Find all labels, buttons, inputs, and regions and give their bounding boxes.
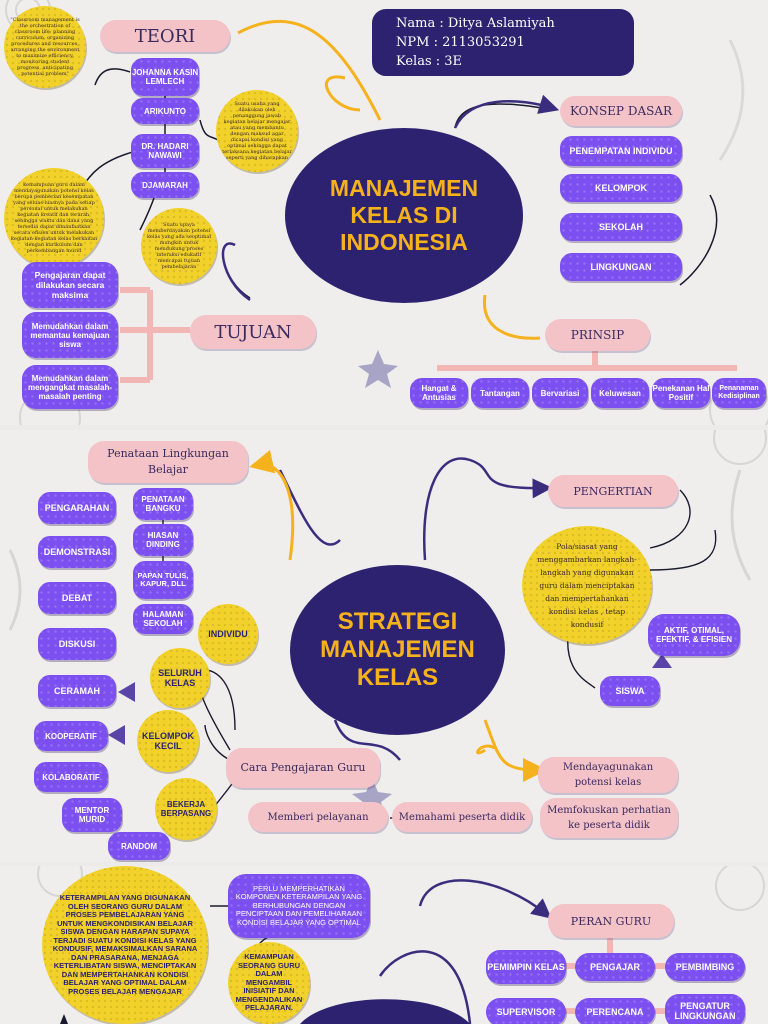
student-info-card: Nama : Ditya Aslamiyah NPM : 2113053291 …: [372, 9, 634, 76]
prinsip-item-keluwesan[interactable]: Keluwesan: [591, 378, 649, 408]
student-npm: NPM : 2113053291: [396, 35, 525, 50]
connector-lines: [81, 20, 737, 383]
mendayagunakan-node[interactable]: Mendayagunakan potensi kelas: [538, 757, 678, 793]
chain-memfokuskan[interactable]: Memfokuskan perhatian ke peserta didik: [540, 798, 678, 838]
tujuan-header[interactable]: TUJUAN: [190, 315, 316, 349]
konsep-item-sekolah[interactable]: SEKOLAH: [560, 213, 682, 241]
prinsip-item-penanaman[interactable]: Penanaman Kedisiplinan: [712, 378, 766, 408]
tujuan-item-maksimal[interactable]: Pengajaran dapat dilakukan secara maksim…: [22, 262, 118, 308]
page-manajemen-kelas: TEORI JOHANNA KASIN LEMLECH ARIKUNTO DR.…: [0, 0, 768, 425]
teori-item-lemlech[interactable]: JOHANNA KASIN LEMLECH: [131, 58, 199, 96]
teori-item-djamarah[interactable]: DJAMARAH: [131, 172, 199, 198]
student-kelas: Kelas : 3E: [396, 54, 463, 69]
peran-item-supervisor[interactable]: SUPERVISOR: [486, 998, 566, 1024]
metode-kooperatif[interactable]: KOOPERATIF: [34, 721, 108, 751]
note-arikunto: Suatu usaha yang dilakukan oleh penanggu…: [216, 90, 298, 172]
peran-guru-header[interactable]: PERAN GURU: [548, 904, 674, 938]
note-djamarah: Suatu upaya memberdayakan potensi kelas …: [141, 208, 217, 284]
kemampuan-guru-node: KEMAMPUAN SEORANG GURU DALAM MENGAMBIL I…: [228, 942, 310, 1024]
main-title-strategi: STRATEGI MANAJEMEN KELAS: [290, 565, 505, 735]
konsep-item-individu[interactable]: PENEMPATAN INDIVIDU: [560, 136, 682, 166]
page-peran-guru: KETERAMPILAN YANG DIGUNAKAN OLEH SEORANG…: [0, 866, 768, 1024]
prinsip-item-bervariasi[interactable]: Bervariasi: [532, 378, 588, 408]
metode-kolaboratif[interactable]: KOLABORATIF: [34, 762, 108, 792]
peran-item-perencana[interactable]: PERENCANA: [575, 998, 655, 1024]
random-node[interactable]: RANDOM: [108, 832, 170, 860]
prinsip-item-tantangan[interactable]: Tantangan: [471, 378, 529, 408]
seluruh-kelas-node[interactable]: SELURUH KELAS: [150, 648, 210, 708]
peran-item-pembimbing[interactable]: PEMBIMBING: [665, 953, 745, 981]
lingkungan-item-bangku[interactable]: PENATAAN BANGKU: [133, 488, 193, 520]
metode-ceramah[interactable]: CERAMAH: [38, 675, 116, 707]
prinsip-item-hangat[interactable]: Hangat & Antusias: [410, 378, 468, 408]
teori-item-nawawi[interactable]: DR. HADARI NAWAWI: [131, 134, 199, 168]
chain-memberi-pelayanan[interactable]: Memberi pelayanan: [248, 802, 388, 832]
lingkungan-item-papan[interactable]: PAPAN TULIS, KAPUR, DLL: [133, 561, 193, 599]
student-name: Nama : Ditya Aslamiyah: [396, 16, 555, 31]
note-nawawi: kemampuan guru dalam mendayagunakan pote…: [4, 168, 104, 268]
bekerja-berpasang-node[interactable]: BEKERJA BERPASANG: [155, 778, 217, 840]
individu-node[interactable]: INDIVIDU: [198, 604, 258, 664]
cara-pengajaran-node[interactable]: Cara Pengajaran Guru: [226, 748, 380, 788]
main-title-manajemen: MANAJEMEN KELAS DI INDONESIA: [285, 128, 523, 303]
pengertian-header[interactable]: PENGERTIAN: [548, 475, 678, 507]
keterampilan-definition: KETERAMPILAN YANG DIGUNAKAN OLEH SEORANG…: [42, 866, 208, 1024]
aktif-optimal-node[interactable]: AKTIF, OTIMAL, EFEKTIF, & EFISIEN: [648, 614, 740, 656]
connector-lines: [60, 879, 665, 1024]
chain-memahami-peserta[interactable]: Memahami peserta didik: [392, 802, 532, 832]
peran-item-pengatur[interactable]: PENGATUR LINGKUNGAN: [665, 994, 745, 1024]
mentor-murid-node[interactable]: MENTOR MURID: [62, 798, 122, 832]
teori-item-arikunto[interactable]: ARIKUNTO: [131, 98, 199, 124]
konsep-item-lingkungan[interactable]: LINGKUNGAN: [560, 253, 682, 281]
metode-pengarahan[interactable]: PENGARAHAN: [38, 492, 116, 524]
tujuan-item-memantau[interactable]: Memudahkan dalam memantau kemajuan siswa: [22, 312, 118, 358]
teori-header[interactable]: TEORI: [100, 20, 230, 52]
metode-demonstrasi[interactable]: DEMONSTRASI: [38, 536, 116, 568]
siswa-node[interactable]: SISWA: [600, 676, 660, 706]
konsep-item-kelompok[interactable]: KELOMPOK: [560, 174, 682, 202]
note-lemlech: "Classroom management is the orchestrati…: [4, 6, 86, 88]
lingkungan-item-halaman[interactable]: HALAMAN SEKOLAH: [133, 604, 193, 634]
peran-item-pemimpin[interactable]: PEMIMPIN KELAS: [486, 950, 566, 984]
metode-diskusi[interactable]: DISKUSI: [38, 628, 116, 660]
prinsip-header[interactable]: PRINSIP: [545, 319, 650, 351]
tujuan-item-masalah[interactable]: Memudahkan dalam mengangkat masalah-masa…: [22, 365, 118, 409]
pengertian-text: Pola/siasat yang menggambarkan langkah-l…: [522, 526, 652, 644]
kelompok-kecil-node[interactable]: KELOMPOK KECIL: [137, 710, 199, 772]
metode-debat[interactable]: DEBAT: [38, 582, 116, 614]
lingkungan-belajar-header[interactable]: Penataan Lingkungan Belajar: [88, 441, 248, 483]
perlu-memperhatikan-node[interactable]: PERLU MEMPERHATIKAN KOMPONEN KETERAMPILA…: [228, 874, 370, 938]
lingkungan-item-hiasan[interactable]: HIASAN DINDING: [133, 524, 193, 556]
prinsip-item-penekanan[interactable]: Penekanan Hal Positif: [652, 378, 710, 408]
konsep-dasar-header[interactable]: KONSEP DASAR: [560, 96, 682, 126]
peran-item-pengajar[interactable]: PENGAJAR: [575, 953, 655, 981]
page-strategi: Penataan Lingkungan Belajar PENATAAN BAN…: [0, 430, 768, 862]
